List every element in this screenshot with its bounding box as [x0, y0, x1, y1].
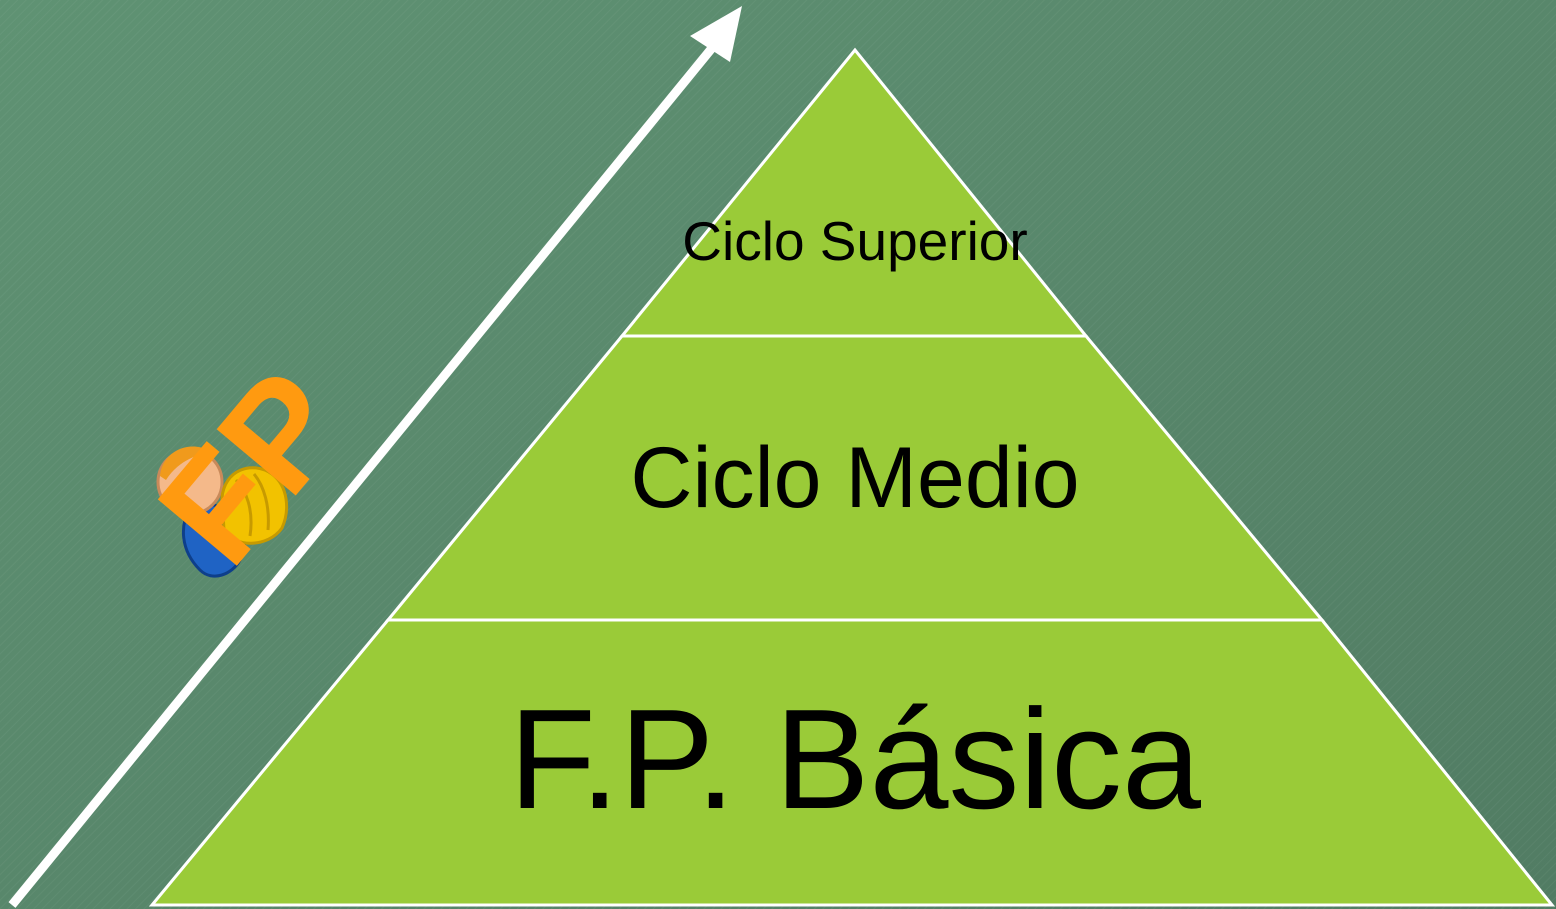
- tier-label-ciclo-medio: Ciclo Medio: [630, 430, 1079, 526]
- pyramid: Ciclo Superior Ciclo Medio F.P. Básica: [148, 47, 1556, 907]
- tier-label-ciclo-superior: Ciclo Superior: [682, 210, 1027, 272]
- pyramid-tier-bottom: [148, 618, 1556, 907]
- tier-label-fp-basica: F.P. Básica: [509, 680, 1201, 839]
- worker-person-icon: [156, 446, 289, 578]
- diagonal-arrow-icon: [8, 6, 742, 908]
